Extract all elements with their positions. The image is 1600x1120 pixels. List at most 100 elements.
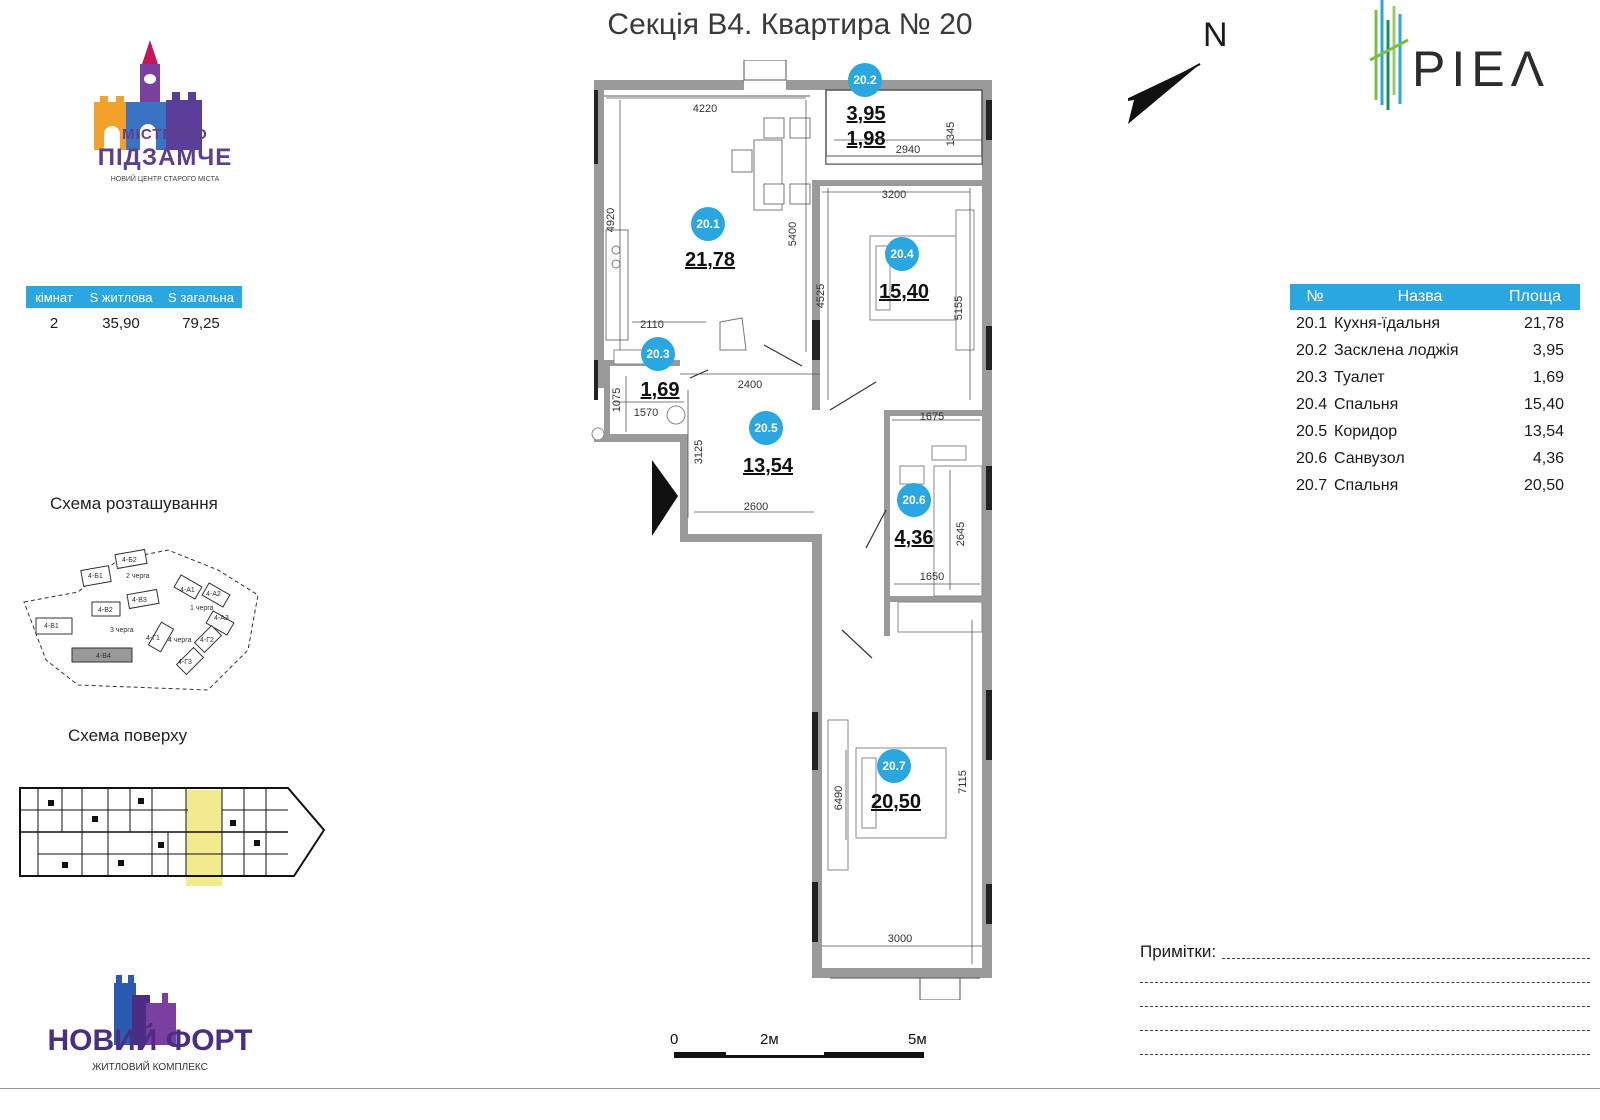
- room-name: Кухня-їдальня: [1334, 314, 1440, 332]
- site-label: 4-В3: [132, 597, 147, 604]
- bottom-divider: [0, 1088, 1600, 1089]
- dimension-label: 2110: [640, 319, 664, 331]
- rooms-table: № Назва Площа 20.1 Кухня-їдальня 21,78 2…: [1290, 284, 1580, 499]
- room-no: 20.3: [1296, 368, 1328, 386]
- site-label: 3 черга: [110, 627, 134, 634]
- floor-plan-diagram: [19, 787, 326, 886]
- summary-total-value: 79,25: [182, 314, 220, 332]
- dimension-label: 3000: [888, 933, 912, 945]
- room-area-label: 13,54: [743, 455, 794, 477]
- room-name: Туалет: [1334, 368, 1385, 386]
- apartment-floor-plan: 4220 1345 2940 3200 4920 5400 4525 5155 …: [591, 60, 992, 1000]
- room-area-label: 1,69: [641, 379, 680, 401]
- room-area: 15,40: [1523, 395, 1564, 413]
- summary-table: кімнат S житлова S загальна 2 35,90 79,2…: [26, 286, 242, 338]
- room-area-label: 1,98: [847, 128, 886, 150]
- room-area: 21,78: [1523, 314, 1564, 332]
- rooms-header-no: №: [1306, 288, 1324, 305]
- rooms-header-name: Назва: [1397, 288, 1443, 305]
- summary-header-rooms: кімнат: [35, 289, 73, 305]
- scale-bar: 0 2м 5м: [670, 1031, 927, 1058]
- room-name: Санвузол: [1334, 449, 1405, 467]
- dimension-label: 1675: [920, 411, 944, 423]
- scale-label: 5м: [908, 1031, 927, 1048]
- room-area: 4,36: [1532, 449, 1564, 467]
- dimension-label: 1345: [945, 122, 957, 146]
- north-arrow-icon: [1128, 63, 1201, 124]
- site-label: 4-А1: [180, 587, 195, 594]
- table-row: 20.5 Коридор 13,54: [1290, 418, 1580, 445]
- dimension-label: 4525: [815, 284, 827, 308]
- misteczko-logo-icon: [94, 40, 202, 150]
- room-area: 3,95: [1532, 341, 1564, 359]
- room-name: Коридор: [1334, 422, 1398, 440]
- summary-header-total: S загальна: [168, 289, 234, 305]
- site-label: 4-Г3: [178, 659, 192, 666]
- room-name: Засклена лоджія: [1334, 341, 1459, 359]
- note-line: [1140, 1054, 1590, 1055]
- table-row: 20.7 Спальня 20,50: [1290, 472, 1580, 499]
- room-no: 20.1: [1296, 314, 1328, 332]
- room-area-label: 4,36: [895, 527, 934, 549]
- scale-label: 2м: [760, 1031, 779, 1048]
- dimension-label: 2940: [896, 144, 920, 156]
- site-label: 4-В2: [98, 607, 113, 614]
- note-line: [1222, 958, 1590, 959]
- room-badge: 20.5: [754, 421, 778, 435]
- dimension-label: 2645: [955, 522, 967, 546]
- table-row: 20.2 Засклена лоджія 3,95: [1290, 337, 1580, 364]
- summary-row: 2 35,90 79,25: [26, 308, 242, 338]
- summary-rooms-value: 2: [49, 314, 59, 332]
- brand-bottom-tagline: ЖИТЛОВИЙ КОМПЛЕКС: [92, 1062, 208, 1073]
- scale-label: 0: [670, 1031, 678, 1048]
- brand-left-tagline: НОВИЙ ЦЕНТР СТАРОГО МІСТА: [110, 176, 220, 183]
- dimension-label: 1570: [634, 407, 658, 419]
- site-label: 4-В4: [96, 653, 111, 660]
- room-area-label: 21,78: [685, 249, 735, 271]
- table-row: 20.3 Туалет 1,69: [1290, 364, 1580, 391]
- table-row: 20.4 Спальня 15,40: [1290, 391, 1580, 418]
- room-no: 20.5: [1296, 422, 1328, 440]
- riel-logo: PIEΛ: [1369, 0, 1550, 110]
- dimension-label: 5155: [953, 296, 965, 320]
- dimension-label: 7115: [957, 770, 969, 794]
- room-badge: 20.1: [696, 217, 720, 231]
- room-no: 20.7: [1296, 476, 1328, 494]
- summary-header-living: S житлова: [89, 289, 153, 305]
- dimension-label: 2600: [744, 501, 768, 513]
- note-line: [1140, 982, 1590, 983]
- room-name: Спальня: [1334, 476, 1399, 494]
- room-badge: 20.2: [853, 73, 877, 87]
- site-label: 4 черга: [168, 637, 192, 644]
- dimension-label: 3125: [693, 440, 705, 464]
- room-badge: 20.6: [902, 493, 926, 507]
- summary-header: кімнат S житлова S загальна: [26, 286, 242, 308]
- floor-plan-caption: Схема поверху: [68, 726, 188, 745]
- note-line: [1140, 1030, 1590, 1031]
- room-area: 1,69: [1532, 368, 1564, 386]
- dimension-label: 4220: [693, 103, 717, 115]
- dimension-label: 2400: [738, 379, 762, 391]
- table-row: 20.6 Санвузол 4,36: [1290, 445, 1580, 472]
- site-label: 4-А2: [206, 591, 221, 598]
- room-area-label: 15,40: [879, 281, 929, 303]
- rooms-table-header: № Назва Площа: [1290, 284, 1580, 310]
- site-label: 1 черга: [190, 605, 214, 612]
- notes-area: Примітки:: [1140, 942, 1590, 1055]
- room-area-label: 3,95: [847, 103, 886, 125]
- dimension-label: 6490: [833, 786, 845, 810]
- room-no: 20.2: [1296, 341, 1328, 359]
- note-line: [1140, 1006, 1590, 1007]
- riel-wordmark: PIEΛ: [1412, 41, 1550, 97]
- site-plan-caption: Схема розташування: [50, 494, 218, 513]
- site-plan-diagram: 4-Б2 4-Б1 2 черга 4-В3 4-В2 4-В1 3 черга…: [23, 548, 259, 691]
- page-title: Секція В4. Квартира № 20: [607, 8, 973, 41]
- dimension-label: 1650: [920, 571, 944, 583]
- notes-label: Примітки:: [1140, 942, 1217, 961]
- north-label: N: [1203, 16, 1228, 54]
- brand-bottom-name: НОВИЙ ФОРТ: [47, 1024, 253, 1057]
- site-label: 4-Г1: [146, 635, 160, 642]
- dimension-label: 5400: [787, 222, 799, 246]
- room-badge: 20.4: [890, 247, 914, 261]
- room-no: 20.6: [1296, 449, 1328, 467]
